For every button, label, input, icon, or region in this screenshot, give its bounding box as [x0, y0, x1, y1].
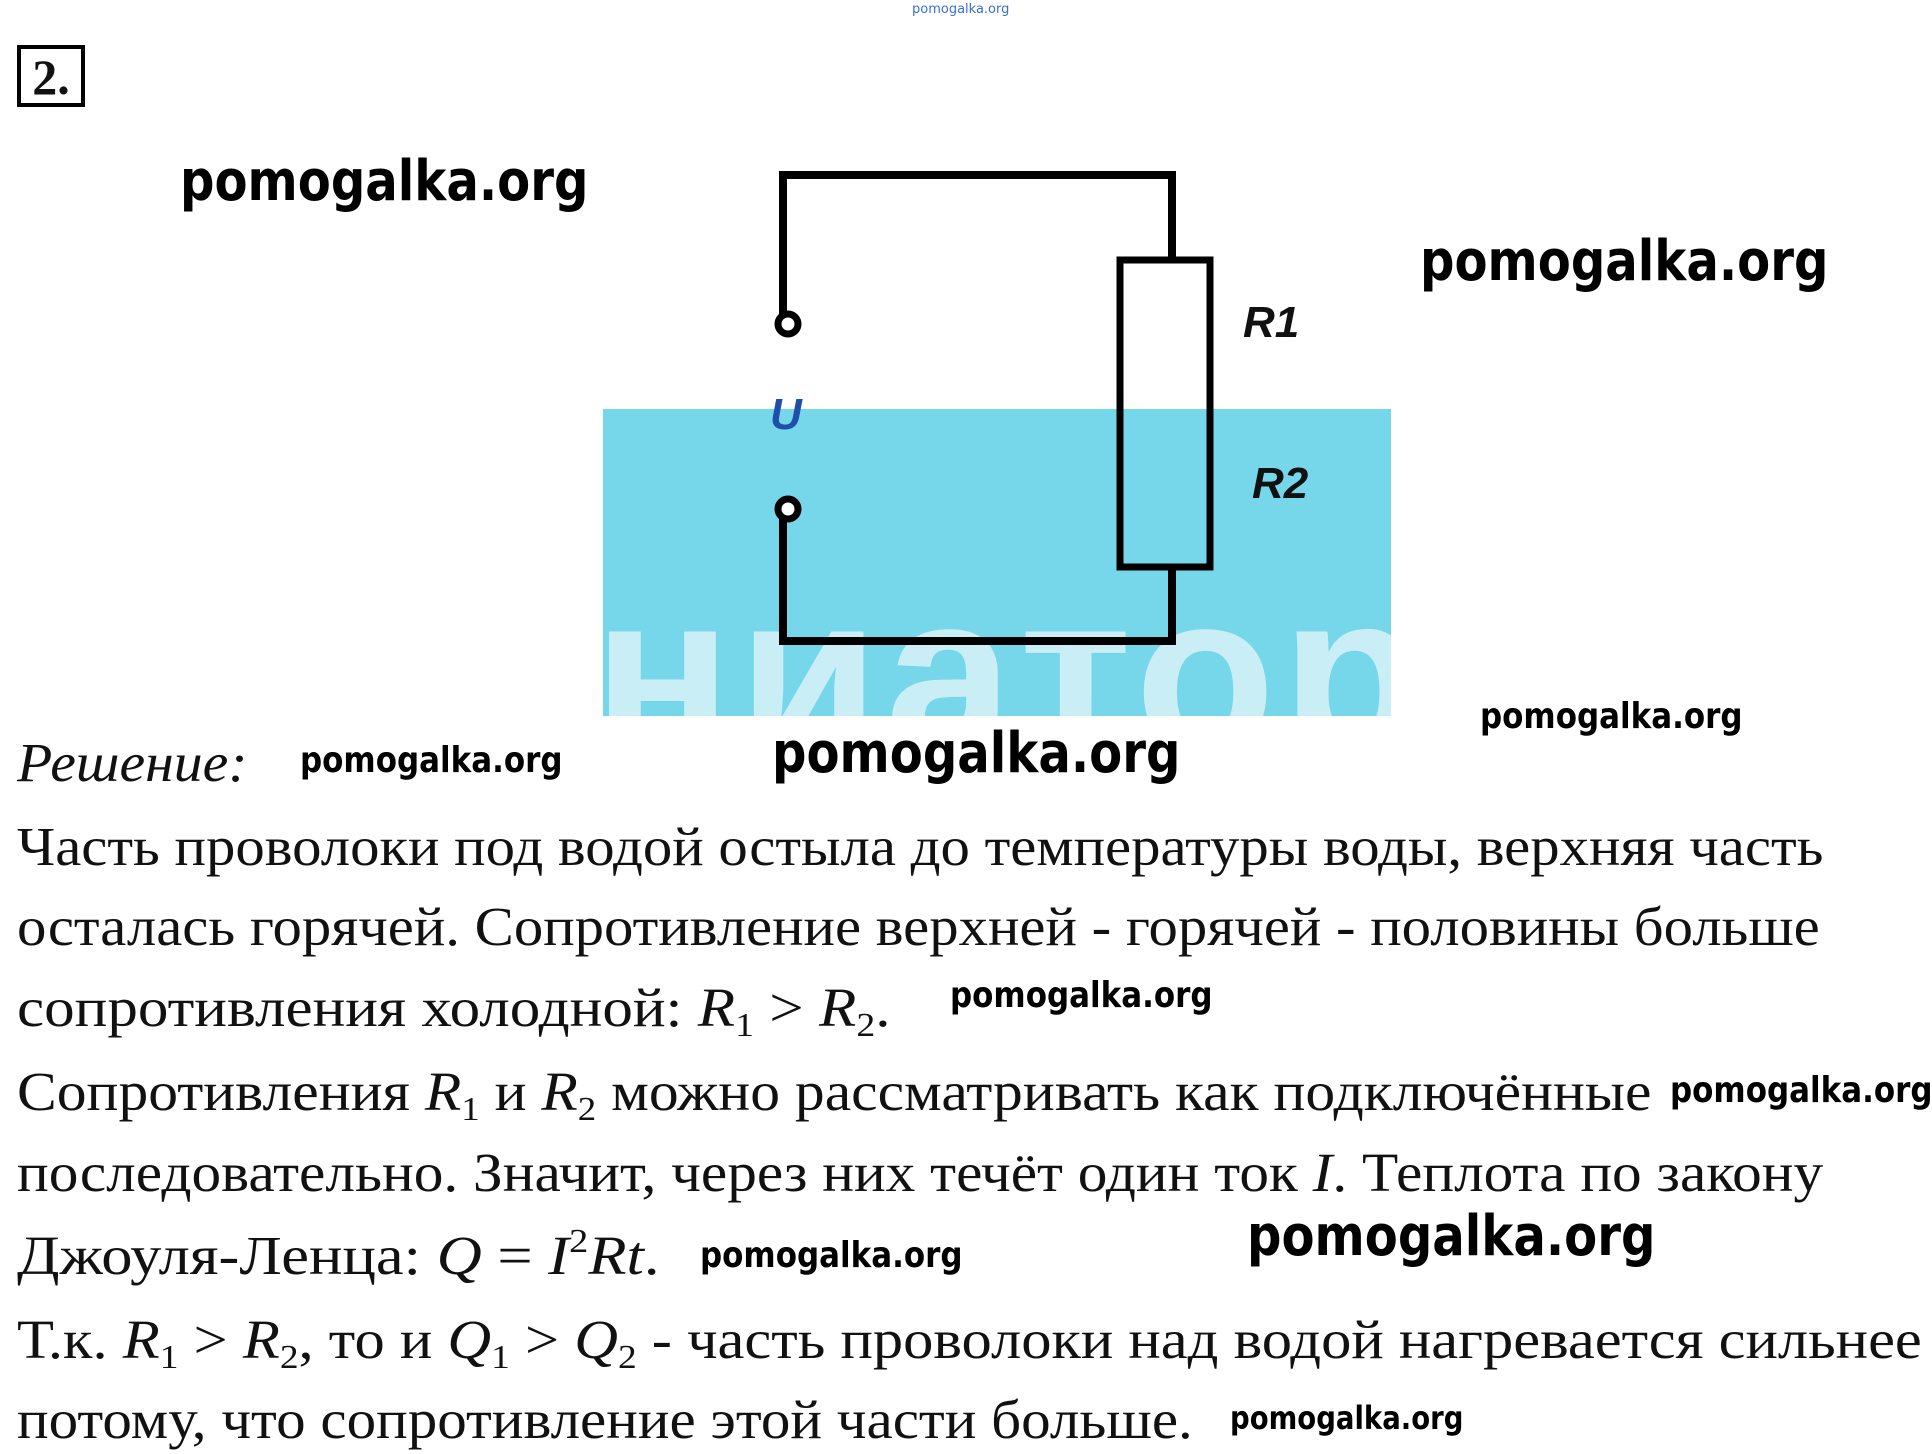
math-superscript: 2	[569, 1223, 589, 1260]
text-line: потому, что сопротивление этой части бол…	[17, 1392, 1193, 1447]
math-subscript: 1	[735, 1007, 755, 1044]
watermark: pomogalka.org	[300, 740, 563, 781]
math-symbol: R1	[424, 1061, 480, 1127]
text-segment: последовательно. Значит, через них течёт…	[17, 1142, 1313, 1203]
math-base: R	[424, 1061, 462, 1122]
text-segment: и	[479, 1061, 542, 1122]
resistor	[1116, 256, 1214, 571]
text-segment: можно рассматривать как подключённые	[596, 1061, 1652, 1122]
math-base: R	[697, 977, 736, 1038]
watermark: pomogalka.org	[1670, 1070, 1932, 1111]
text-line: сопротивления холодной: R1 > R2.	[17, 977, 891, 1043]
text-segment: сопротивления холодной:	[17, 977, 698, 1038]
math-base: Q	[447, 1309, 492, 1370]
text-segment: >	[754, 977, 820, 1038]
math-symbol: R2	[541, 1061, 596, 1127]
text-segment: Часть проволоки под водой остыла до темп…	[17, 816, 1824, 877]
text-segment: .	[875, 977, 891, 1038]
math-base: R	[122, 1309, 160, 1370]
math-symbol: Rt	[588, 1225, 644, 1286]
text-segment: , то и	[298, 1309, 448, 1370]
text-segment: Сопротивления	[17, 1061, 425, 1122]
text-segment: осталась горячей. Сопротивление верхней …	[17, 896, 1820, 957]
label-r1: R1	[1243, 298, 1300, 347]
math-subscript: 2	[577, 1091, 597, 1128]
watermark: pomogalka.org	[772, 721, 1181, 786]
label-r2: R2	[1252, 459, 1309, 508]
watermark: pomogalka.org	[950, 975, 1213, 1016]
text-line: Джоуля-Ленца: Q = I2Rt.	[17, 1225, 660, 1286]
wire-bottom	[779, 504, 1176, 645]
math-base: R	[242, 1309, 280, 1370]
math-base: R	[819, 977, 857, 1038]
math-symbol: R1	[122, 1309, 179, 1375]
text-segment: =	[481, 1225, 549, 1286]
math-symbol: R1	[697, 977, 754, 1043]
math-symbol: R2	[242, 1309, 299, 1375]
text-line: Часть проволоки под водой остыла до темп…	[17, 819, 1823, 874]
water-area: ниатор	[603, 409, 1391, 716]
math-subscript: 2	[617, 1339, 637, 1376]
math-symbol: R2	[819, 977, 875, 1043]
terminal-bottom	[774, 495, 802, 523]
watermark: pomogalka.org	[1480, 696, 1743, 737]
math-symbol: Q1	[447, 1309, 509, 1375]
watermark: pomogalka.org	[1247, 1204, 1656, 1269]
watermark: pomogalka.org	[1420, 229, 1829, 294]
problem-number: 2.	[17, 45, 85, 107]
math-symbol: Q	[437, 1225, 482, 1286]
watermark: pomogalka.org	[700, 1235, 963, 1276]
math-base: I	[1312, 1142, 1333, 1203]
math-base: Q	[436, 1225, 482, 1286]
text-segment: >	[178, 1309, 243, 1370]
math-subscript: 1	[491, 1339, 510, 1376]
math-base: R	[541, 1061, 578, 1122]
math-symbol: Q2	[574, 1309, 636, 1375]
text-line: Т.к. R1 > R2, то и Q1 > Q2 - часть прово…	[17, 1309, 1922, 1375]
solution-heading: Решение:	[17, 732, 248, 793]
wire-top	[779, 171, 1176, 322]
text-segment: потому, что сопротивление этой части бол…	[17, 1389, 1193, 1450]
text-line: последовательно. Значит, через них течёт…	[17, 1145, 1823, 1200]
text-segment: Джоуля-Ленца:	[17, 1225, 437, 1286]
text-segment: . Теплота по закону	[1332, 1142, 1824, 1203]
math-base: I	[548, 1225, 570, 1286]
math-subscript: 2	[856, 1007, 876, 1044]
math-subscript: 1	[461, 1091, 480, 1128]
text-line: осталась горячей. Сопротивление верхней …	[17, 899, 1820, 954]
math-base: Q	[574, 1309, 618, 1370]
text-segment: >	[509, 1309, 575, 1370]
text-line: Сопротивления R1 и R2 можно рассматриват…	[17, 1061, 1652, 1127]
math-symbol: I2	[548, 1225, 588, 1286]
math-subscript: 1	[159, 1339, 179, 1376]
text-segment: Т.к.	[17, 1309, 123, 1370]
watermark: pomogalka.org	[180, 149, 589, 214]
math-base: Rt	[588, 1225, 644, 1286]
terminal-top	[774, 310, 802, 338]
math-subscript: 2	[279, 1339, 299, 1376]
text-segment: .	[643, 1225, 660, 1286]
text-segment: - часть проволоки над водой нагревается …	[636, 1309, 1922, 1370]
watermark-top: pomogalka.org	[912, 2, 1010, 17]
watermark: pomogalka.org	[1230, 1399, 1464, 1437]
label-u: U	[770, 390, 802, 439]
math-symbol: I	[1313, 1142, 1333, 1203]
